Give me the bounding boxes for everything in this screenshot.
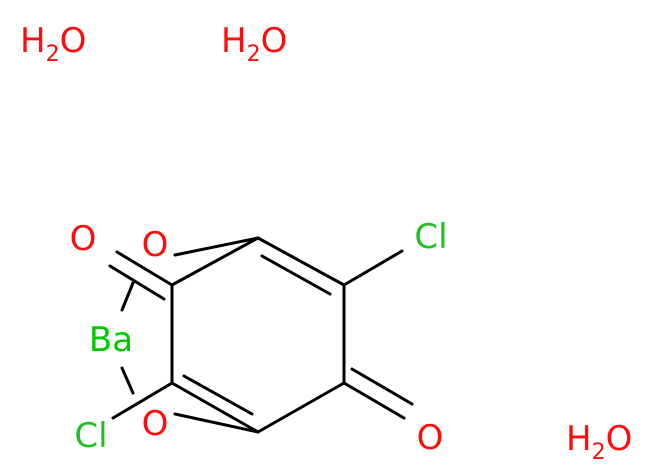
bond-c6-cl-left bbox=[111, 381, 174, 420]
bond-c1-ketone-o-top-b bbox=[108, 264, 166, 301]
atom-cl-left: Cl bbox=[74, 416, 107, 456]
bond-c1-ketone-o-top-a bbox=[115, 250, 174, 287]
ring-bond-top-left bbox=[170, 236, 260, 287]
water-2-label: H2O bbox=[221, 21, 287, 67]
bond-o-top-ba bbox=[120, 281, 135, 312]
bond-c4-ketone-o-bottom-a bbox=[342, 381, 406, 420]
bond-c5-ether-o-bottom bbox=[173, 412, 260, 434]
ring-bond-top-right-double bbox=[260, 254, 332, 296]
bond-c4-ketone-o-bottom-b bbox=[350, 367, 414, 406]
atom-cl-right: Cl bbox=[414, 217, 447, 257]
water-3-label: H2O bbox=[566, 419, 632, 465]
atom-o-ether-bottom: O bbox=[142, 404, 169, 444]
bond-c2-ether-o-top bbox=[173, 236, 260, 257]
ring-bond-bottom-right bbox=[256, 381, 346, 434]
ring-bond-bottom-left bbox=[170, 381, 260, 434]
atom-o-ketone-top: O bbox=[70, 219, 97, 259]
water-molecule-1: H2O bbox=[20, 21, 86, 67]
atom-o-ether-top: O bbox=[142, 225, 169, 265]
water-molecule-2: H2O bbox=[221, 21, 287, 67]
ring-bond-bottom-left-double bbox=[182, 374, 254, 416]
bond-c3-cl-right bbox=[342, 249, 404, 287]
water-1-label: H2O bbox=[20, 21, 86, 67]
bond-ba-o-bottom bbox=[120, 366, 135, 395]
atom-ba: Ba bbox=[89, 320, 133, 360]
water-molecule-3: H2O bbox=[566, 419, 632, 465]
ring-bond-top-right bbox=[256, 236, 346, 287]
bond-lines bbox=[108, 236, 414, 434]
atom-o-ketone-bottom: O bbox=[417, 418, 444, 458]
